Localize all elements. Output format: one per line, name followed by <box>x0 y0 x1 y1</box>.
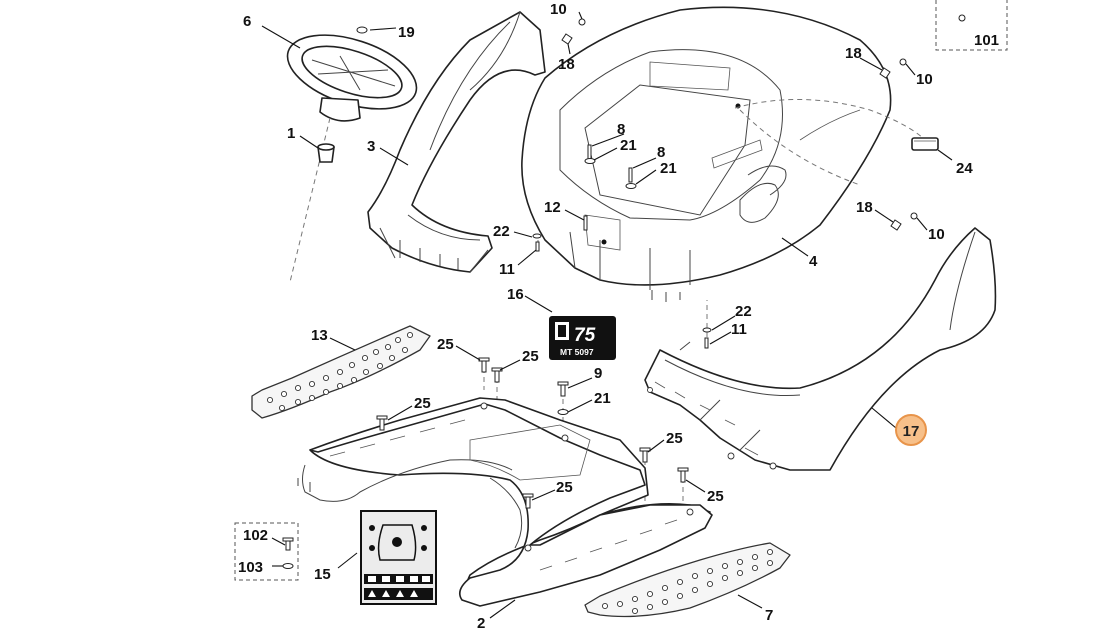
callout-3: 3 <box>367 138 375 155</box>
callout-9: 9 <box>594 365 602 382</box>
callout-25-b: 25 <box>522 348 539 365</box>
callout-1: 1 <box>287 125 295 142</box>
callout-21-low: 21 <box>594 390 611 407</box>
callout-24: 24 <box>956 160 973 177</box>
steering-column-cover-part[interactable] <box>367 11 546 273</box>
callout-13: 13 <box>311 327 328 344</box>
callout-101: 101 <box>974 32 999 49</box>
callout-6: 6 <box>243 13 251 30</box>
callout-17-highlighted[interactable]: 17 <box>895 414 927 446</box>
callout-18-right: 18 <box>845 45 862 62</box>
callout-19: 19 <box>398 24 415 41</box>
callout-11-right: 11 <box>731 321 747 338</box>
callout-25-a: 25 <box>437 336 454 353</box>
callout-22-left: 22 <box>493 223 510 240</box>
callout-102: 102 <box>243 527 268 544</box>
decal-16-part[interactable]: 75 MT 5097 <box>549 316 616 360</box>
callout-25-f: 25 <box>556 479 573 496</box>
callout-labels: 6 19 1 3 18 10 101 18 10 24 18 10 8 21 8… <box>238 1 999 632</box>
reference-line <box>734 99 926 141</box>
callout-25-e: 25 <box>707 488 724 505</box>
steering-wheel-part[interactable] <box>278 21 425 123</box>
callout-18-top: 18 <box>558 56 575 73</box>
callout-8-left: 8 <box>617 121 625 138</box>
decal-15-part[interactable] <box>360 510 437 605</box>
left-footplate-part[interactable] <box>251 325 431 419</box>
decal-code: MT 5097 <box>560 347 594 357</box>
callout-22-right: 22 <box>735 303 752 320</box>
callout-4: 4 <box>809 253 818 270</box>
callout-11-left: 11 <box>499 261 515 278</box>
callout-12: 12 <box>544 199 561 216</box>
callout-10-mid: 10 <box>928 226 945 243</box>
callout-21-right: 21 <box>660 160 677 177</box>
leader-lines <box>261 11 953 619</box>
fasteners <box>282 14 966 569</box>
callout-17: 17 <box>903 423 920 440</box>
callout-15: 15 <box>314 566 331 583</box>
callout-103: 103 <box>238 559 263 576</box>
callout-10-top: 10 <box>550 1 567 18</box>
callout-25-c: 25 <box>414 395 431 412</box>
main-body-hood-part[interactable] <box>521 6 892 302</box>
callout-18-mid: 18 <box>856 199 873 216</box>
reference-line <box>739 109 861 186</box>
callout-7: 7 <box>765 607 773 624</box>
callout-25-d: 25 <box>666 430 683 447</box>
right-footplate-part[interactable] <box>584 542 791 618</box>
badge-part[interactable] <box>911 137 939 151</box>
footboard-part[interactable] <box>297 397 713 607</box>
callout-10-right: 10 <box>916 71 933 88</box>
callout-8-right: 8 <box>657 144 665 161</box>
box-101 <box>935 0 1008 51</box>
box-102-103 <box>234 522 299 581</box>
callout-16: 16 <box>507 286 524 303</box>
callout-2: 2 <box>477 615 485 632</box>
steering-cap-part[interactable] <box>317 143 335 163</box>
rear-fender-part[interactable] <box>644 227 997 471</box>
decal-logo: 75 <box>574 325 596 346</box>
callout-21-left: 21 <box>620 137 637 154</box>
